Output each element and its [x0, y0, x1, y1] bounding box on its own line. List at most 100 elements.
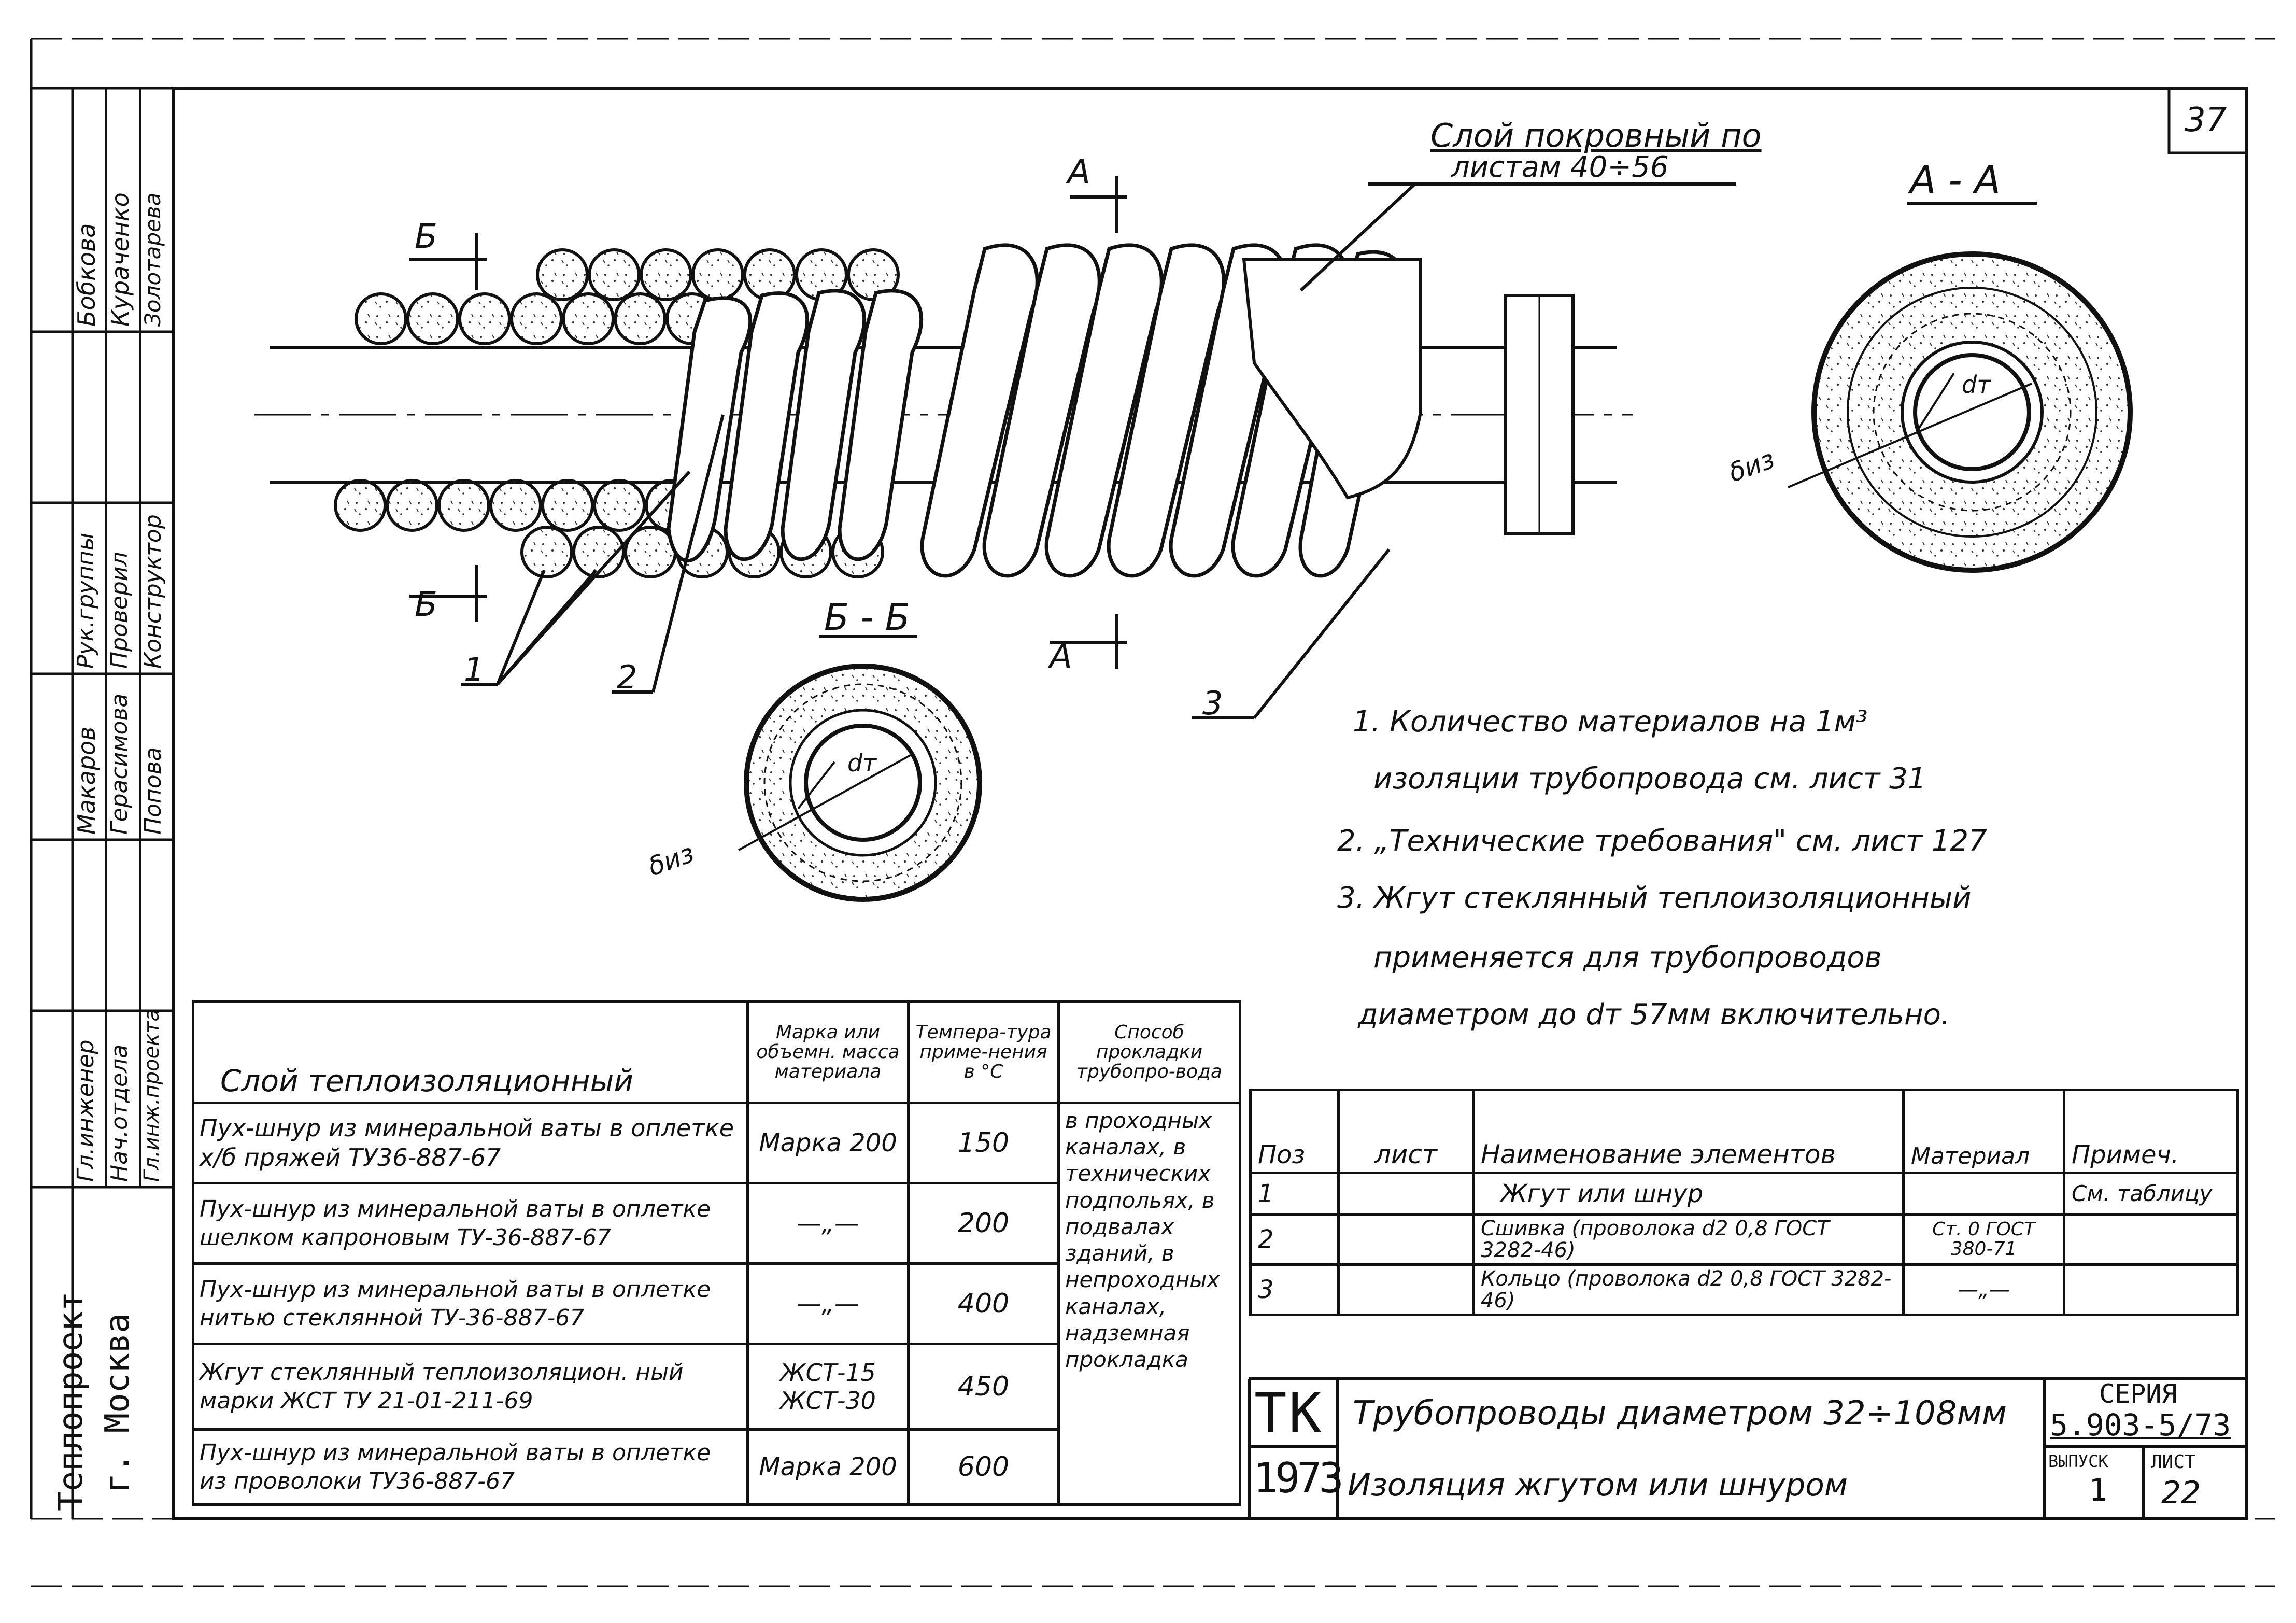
stamp-org-line1: Теплопроект	[52, 1291, 90, 1511]
dim-dt-aa: dт	[1962, 371, 1991, 399]
spec-header-material: Материал	[1902, 1089, 2065, 1174]
materials-header-temp: Темпера-тура приме-нения в °С	[907, 1000, 1060, 1104]
materials-header-layer: Слой теплоизоляционный	[192, 1000, 749, 1104]
stamp-name: Бобкова	[73, 223, 101, 327]
materials-header-method: Способ прокладки трубопро-вода	[1057, 1000, 1241, 1104]
layer-cell: Жгут стеклянный теплоизоляцион. ный марк…	[192, 1343, 749, 1431]
spiral-cord-winding	[667, 243, 1422, 578]
table-row: Жгут стеклянный теплоизоляцион. ный марк…	[192, 1343, 1240, 1431]
table-row: Пух-шнур из минеральной ваты в оплетке ш…	[192, 1182, 1240, 1265]
stamp-name: Герасимова	[106, 693, 133, 835]
stamp-name: Попова	[140, 747, 166, 835]
mark-cell: Марка 200	[746, 1428, 910, 1506]
spec-sheet-cell	[1337, 1172, 1475, 1216]
section-cut-marks	[409, 176, 2037, 719]
cover-callout-line2: листам 40÷56	[1451, 150, 1669, 184]
stamp-role: Рук.группы	[73, 532, 99, 669]
spec-header-name: Наименование элементов	[1472, 1089, 1905, 1174]
spec-header-note: Примеч.	[2063, 1089, 2239, 1174]
spec-pos-cell: 2	[1249, 1213, 1340, 1266]
spec-sheet-cell	[1337, 1263, 1475, 1316]
materials-header-mark: Марка или объемн. масса материала	[746, 1000, 910, 1104]
table-row: 3 Кольцо (проволока d2 0,8 ГОСТ 3282-46)…	[1249, 1263, 2239, 1316]
spec-pos-cell: 3	[1249, 1263, 1340, 1316]
cut-label-b-bottom: Б	[415, 586, 437, 624]
mark-cell: —„—	[746, 1182, 910, 1265]
spec-note-cell: См. таблицу	[2063, 1172, 2239, 1216]
series-label: Серия	[2099, 1379, 2177, 1409]
table-row: Пух-шнур из минеральной ваты в оплетке х…	[192, 1102, 1241, 1506]
spec-sheet-cell	[1337, 1213, 1475, 1266]
spec-table: Поз лист Наименование элементов Материал…	[1249, 1089, 2239, 1316]
layer-cell: Пух-шнур из минеральной ваты в оплетке н…	[192, 1262, 749, 1345]
section-bb-title: Б - Б	[824, 596, 910, 639]
table-row: Пух-шнур из минеральной ваты в оплетке н…	[192, 1262, 1240, 1345]
title-line2: Изоляция жгутом или шнуром	[1348, 1467, 1848, 1503]
stamp-name: Золотарева	[140, 192, 165, 327]
dim-dt-bb: dт	[847, 749, 876, 777]
callout-1: 1	[464, 651, 485, 688]
spec-material-cell: Ст. 0 ГОСТ 380-71	[1902, 1213, 2065, 1266]
title-code: ТК	[1254, 1381, 1324, 1445]
method-cell: в проходных каналах, в технических подпо…	[1057, 1102, 1241, 1506]
sheet-label: Лист	[2151, 1451, 2196, 1473]
spec-pos-cell: 1	[1249, 1172, 1340, 1216]
temp-cell: 400	[907, 1262, 1060, 1345]
temp-cell: 200	[907, 1182, 1060, 1265]
spec-header-sheet: лист	[1337, 1089, 1475, 1174]
spec-name-cell: Жгут или шнур	[1472, 1172, 1905, 1216]
title-line1: Трубопроводы диаметром 32÷108мм	[1353, 1394, 2007, 1433]
cover-callout-line1: Слой покровный по	[1430, 117, 1762, 154]
note-line: применяется для трубопроводов	[1373, 941, 1882, 975]
stamp-role: Проверил	[106, 552, 133, 669]
section-aa-title: А - А	[1910, 158, 2001, 203]
layer-cell: Пух-шнур из минеральной ваты в оплетке и…	[192, 1428, 749, 1506]
layer-cell: Пух-шнур из минеральной ваты в оплетке х…	[192, 1102, 749, 1184]
stamp-role: Нач.отдела	[106, 1044, 133, 1182]
temp-cell: 150	[907, 1102, 1060, 1184]
spec-header-row: Поз лист Наименование элементов Материал…	[1249, 1089, 2239, 1174]
sheet-frame	[30, 38, 2275, 1587]
note-line: изоляции трубопровода см. лист 31	[1373, 762, 1926, 796]
spec-material-cell	[1902, 1172, 2065, 1216]
materials-header-row: Слой теплоизоляционный Марка или объемн.…	[192, 1000, 1241, 1104]
spec-name-cell: Кольцо (проволока d2 0,8 ГОСТ 3282-46)	[1472, 1263, 1905, 1316]
issue-label: Выпуск	[2048, 1451, 2108, 1471]
sheet-number: 37	[2185, 101, 2227, 139]
note-line: 3. Жгут стеклянный теплоизоляционный	[1337, 881, 1972, 915]
stamp-role: Гл.инж.проекта	[140, 1008, 164, 1182]
stamp-role: Гл.инженер	[73, 1039, 99, 1182]
issue-value: 1	[2089, 1472, 2108, 1508]
temp-cell: 450	[907, 1343, 1060, 1431]
callout-2: 2	[617, 658, 637, 696]
stamp-name: Макаров	[73, 726, 101, 835]
mark-cell: Марка 200	[746, 1102, 910, 1184]
layer-cell: Пух-шнур из минеральной ваты в оплетке ш…	[192, 1182, 749, 1265]
note-line: 1. Количество материалов на 1м³	[1353, 705, 1868, 739]
table-row: 2 Сшивка (проволока d2 0,8 ГОСТ 3282-46)…	[1249, 1213, 2239, 1266]
spec-name-cell: Сшивка (проволока d2 0,8 ГОСТ 3282-46)	[1472, 1213, 1905, 1266]
mark-cell: —„—	[746, 1262, 910, 1345]
mark-cell: ЖСТ-15 ЖСТ-30	[746, 1343, 910, 1431]
cut-label-a-top: А	[1068, 153, 1090, 191]
cut-label-b-top: Б	[415, 218, 437, 256]
spec-note-cell	[2063, 1263, 2239, 1316]
section-bb	[738, 664, 982, 902]
series-value: 5.903-5/73	[2050, 1407, 2231, 1443]
section-aa	[1788, 251, 2133, 573]
table-row: Пух-шнур из минеральной ваты в оплетке и…	[192, 1428, 1240, 1506]
materials-table: Слой теплоизоляционный Марка или объемн.…	[192, 1000, 1241, 1506]
callout-3: 3	[1202, 684, 1223, 722]
title-year: 1973	[1253, 1454, 1344, 1502]
spec-material-cell: —„—	[1902, 1263, 2065, 1316]
stamp-role: Конструктор	[140, 514, 166, 669]
spec-note-cell	[2063, 1213, 2239, 1266]
note-line: 2. „Технические требования" см. лист 127	[1337, 824, 1987, 858]
temp-cell: 600	[907, 1428, 1060, 1506]
table-row: 1 Жгут или шнур См. таблицу	[1249, 1172, 2239, 1216]
stamp-org-line2: г. Москва	[98, 1313, 137, 1493]
stamp-name: Кураченко	[106, 192, 134, 327]
spec-header-pos: Поз	[1249, 1089, 1340, 1174]
cut-label-a-bottom: А	[1050, 638, 1072, 676]
